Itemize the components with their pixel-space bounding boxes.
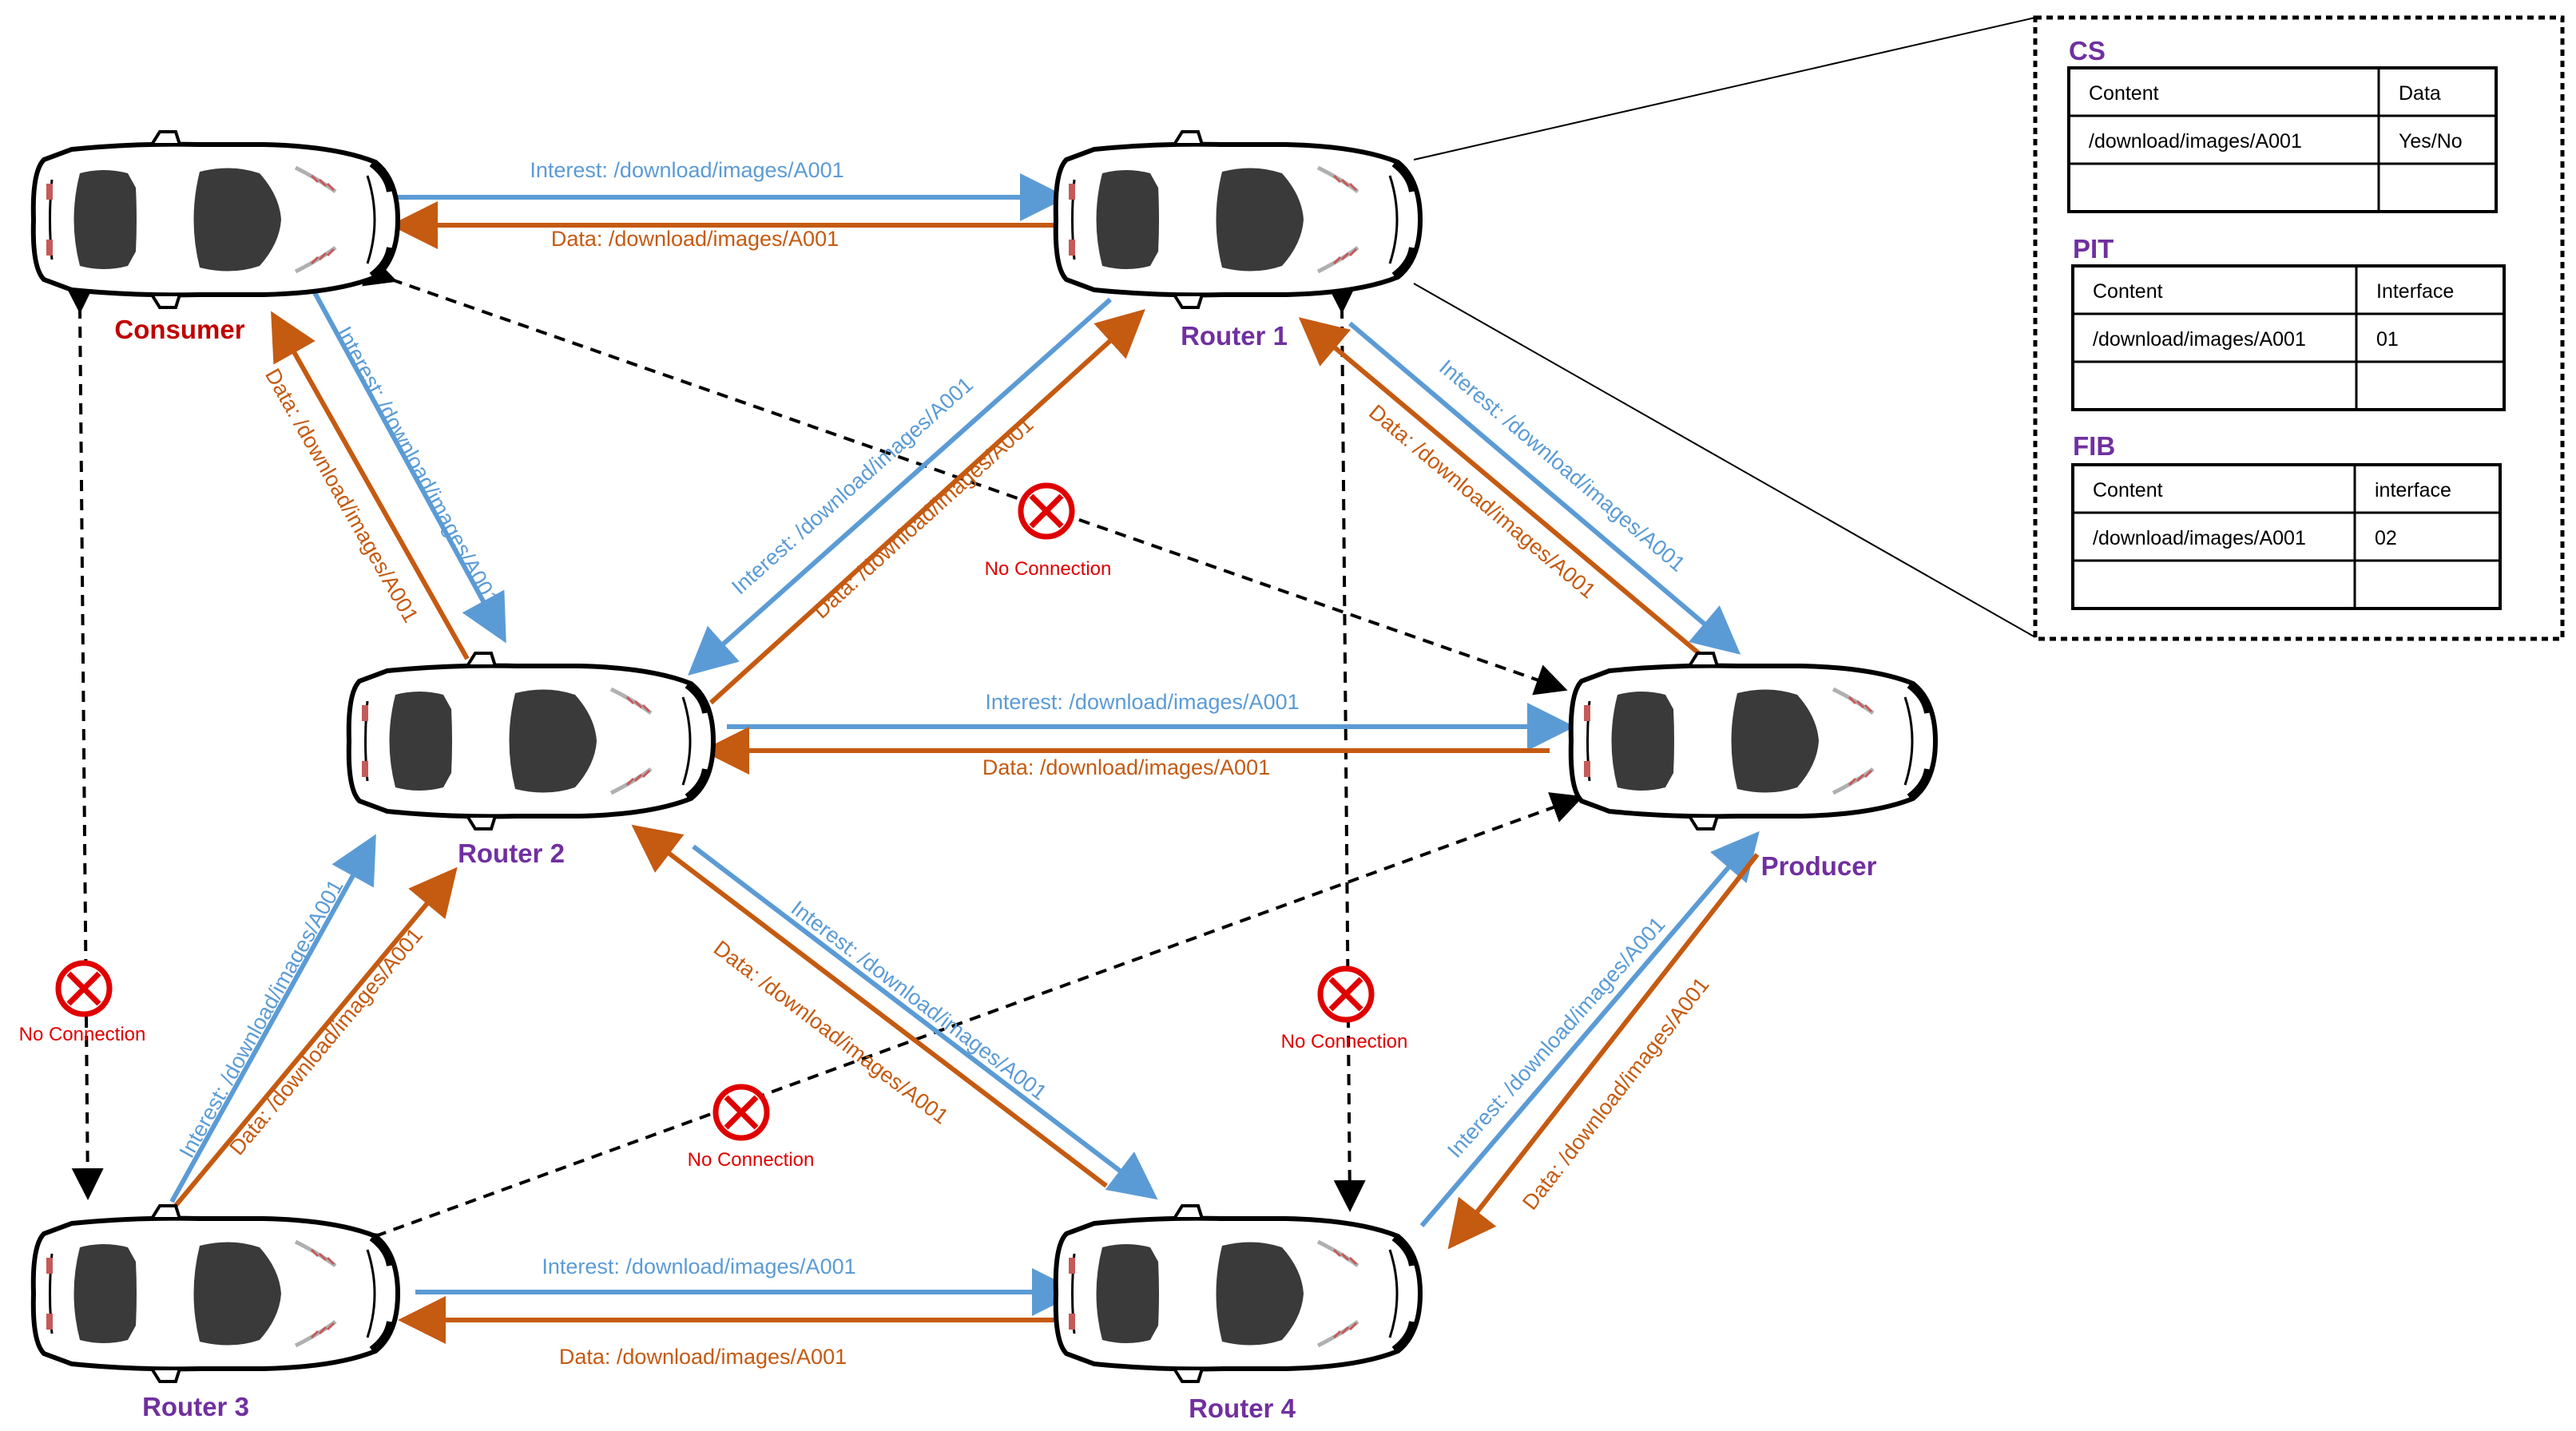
router3-label: Router 3 bbox=[142, 1392, 249, 1421]
fib-cell-content: /download/images/A001 bbox=[2093, 527, 2306, 549]
nc-router1-router4-icon bbox=[1317, 965, 1375, 1023]
r1-p-interest-arrow bbox=[1348, 321, 1741, 655]
producer-label: Producer bbox=[1761, 851, 1877, 881]
nc-consumer-producer-label: No Connection bbox=[985, 558, 1112, 580]
r3-r2-interest-arrow bbox=[169, 834, 376, 1203]
nc-router1-router4-label: No Connection bbox=[1281, 1031, 1408, 1052]
consumer-car bbox=[34, 132, 398, 307]
r4-r2-data-arrow bbox=[631, 824, 1108, 1188]
r4-p-interest-label: Interest: /download/images/A001 bbox=[1443, 912, 1669, 1162]
pit-cell-content: /download/images/A001 bbox=[2093, 328, 2306, 351]
router4-car bbox=[1056, 1206, 1420, 1381]
cs-cell-data: Yes/No bbox=[2399, 130, 2463, 153]
r2-r1-data-arrow bbox=[708, 308, 1145, 705]
r1-c-data-label: Data: /download/images/A001 bbox=[551, 227, 839, 251]
r2-r1-data-label: Data: /download/images/A001 bbox=[808, 412, 1038, 623]
pit-cell-interface: 01 bbox=[2376, 328, 2399, 351]
router1-car bbox=[1056, 132, 1420, 307]
r4-p-interest-arrow bbox=[1419, 830, 1760, 1227]
router4-label: Router 4 bbox=[1189, 1393, 1296, 1423]
pit-table: Content Interface /download/images/A001 … bbox=[2071, 264, 2506, 411]
p-r4-data-label: Data: /download/images/A001 bbox=[1518, 973, 1713, 1214]
callout-line-bottom bbox=[1413, 283, 2036, 638]
router3-producer-dashed-link bbox=[346, 792, 1584, 1260]
router-tables-panel: CS Content Data /download/images/A001 Ye… bbox=[2033, 15, 2565, 641]
r4-r3-data-label: Data: /download/images/A001 bbox=[559, 1345, 847, 1369]
nc-router3-producer-icon bbox=[712, 1084, 770, 1141]
pit-title: PIT bbox=[2073, 234, 2114, 264]
c-r1-interest-label: Interest: /download/images/A001 bbox=[530, 158, 843, 182]
pit-header-content: Content bbox=[2093, 280, 2163, 303]
nc-consumer-router3-icon bbox=[55, 960, 113, 1017]
nc-router3-producer-label: No Connection bbox=[688, 1149, 815, 1171]
p-r2-data-label: Data: /download/images/A001 bbox=[982, 755, 1270, 779]
p-r1-data-label: Data: /download/images/A001 bbox=[1364, 400, 1600, 604]
fib-header-content: Content bbox=[2093, 479, 2163, 501]
fib-table: Content interface /download/images/A001 … bbox=[2071, 463, 2502, 610]
r2-c-data-arrow bbox=[271, 311, 470, 660]
router3-car bbox=[34, 1206, 398, 1381]
r2-c-data-label: Data: /download/images/A001 bbox=[260, 364, 423, 626]
r2-r3-data-arrow bbox=[172, 866, 458, 1209]
producer-car bbox=[1571, 653, 1935, 829]
router1-router4-dashed-link bbox=[1325, 281, 1366, 1212]
router2-label: Router 2 bbox=[458, 838, 565, 868]
callout-line-top bbox=[1413, 17, 2036, 161]
r2-p-interest-label: Interest: /download/images/A001 bbox=[985, 690, 1299, 714]
r3-r4-interest-label: Interest: /download/images/A001 bbox=[542, 1255, 855, 1278]
p-r4-data-arrow bbox=[1447, 853, 1760, 1250]
cs-cell-content: /download/images/A001 bbox=[2089, 130, 2302, 153]
consumer-router3-dashed-link bbox=[63, 281, 104, 1200]
cs-header-content: Content bbox=[2089, 82, 2159, 105]
fib-cell-interface: 02 bbox=[2375, 527, 2397, 549]
consumer-label: Consumer bbox=[114, 315, 244, 344]
c-r2-interest-arrow bbox=[305, 278, 506, 644]
cs-title: CS bbox=[2069, 36, 2106, 65]
r1-r2-interest-arrow bbox=[688, 297, 1112, 676]
nc-consumer-producer-icon bbox=[1018, 482, 1075, 540]
r2-r4-interest-arrow bbox=[692, 844, 1158, 1200]
cs-table: Content Data /download/images/A001 Yes/N… bbox=[2067, 66, 2498, 213]
router2-car bbox=[349, 653, 713, 829]
nc-consumer-router3-label: No Connection bbox=[19, 1024, 146, 1045]
fib-title: FIB bbox=[2073, 431, 2115, 461]
consumer-producer-dashed-link bbox=[362, 256, 1568, 696]
cs-header-data: Data bbox=[2399, 82, 2441, 105]
p-r1-data-arrow bbox=[1298, 317, 1707, 661]
fib-header-interface: interface bbox=[2375, 479, 2451, 501]
router1-label: Router 1 bbox=[1181, 321, 1288, 351]
pit-header-interface: Interface bbox=[2376, 280, 2454, 303]
